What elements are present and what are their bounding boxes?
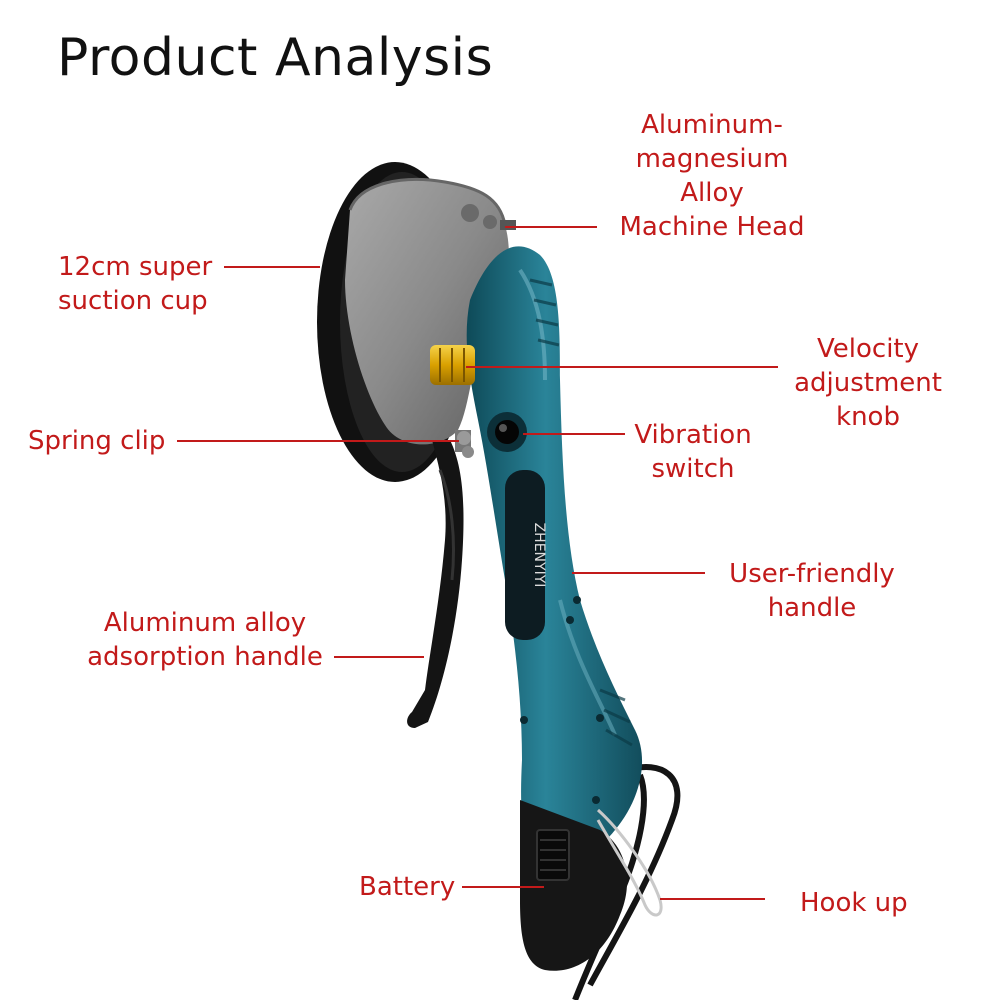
vibration-switch [487, 412, 527, 452]
adsorption-lever [407, 440, 464, 728]
battery-pack [520, 800, 628, 971]
label-spring-clip: Spring clip [28, 426, 166, 456]
label-hook-up: Hook up [800, 888, 908, 918]
spring-clip [457, 431, 474, 458]
callout-line-velocity [466, 366, 778, 368]
callout-line-suction [224, 266, 320, 268]
callout-line-hook [660, 898, 765, 900]
label-velocity-knob: Velocity adjustment knob [794, 334, 942, 432]
brand-text: ZHENYIYI [531, 523, 547, 588]
label-user-friendly-handle: User-friendly handle [729, 559, 895, 623]
main-handle-body: ZHENYIYI [466, 246, 643, 860]
callout-line-battery [462, 886, 544, 888]
callout-line-spring [177, 440, 459, 442]
page-title: Product Analysis [57, 28, 494, 88]
velocity-knob [430, 345, 475, 385]
brand-window [505, 470, 545, 640]
label-suction-cup: 12cm super suction cup [58, 252, 213, 316]
callout-line-friendly [572, 572, 705, 574]
callout-line-vibration [523, 433, 625, 435]
callout-line-adsorption [334, 656, 424, 658]
label-machine-head: Aluminum- magnesium Alloy Machine Head [619, 110, 805, 242]
wire-hook [596, 808, 663, 917]
label-battery: Battery [359, 872, 456, 902]
label-adsorption-handle: Aluminum alloy adsorption handle [87, 608, 323, 672]
label-vibration-switch: Vibration switch [634, 420, 752, 484]
callout-line-head [505, 226, 597, 228]
